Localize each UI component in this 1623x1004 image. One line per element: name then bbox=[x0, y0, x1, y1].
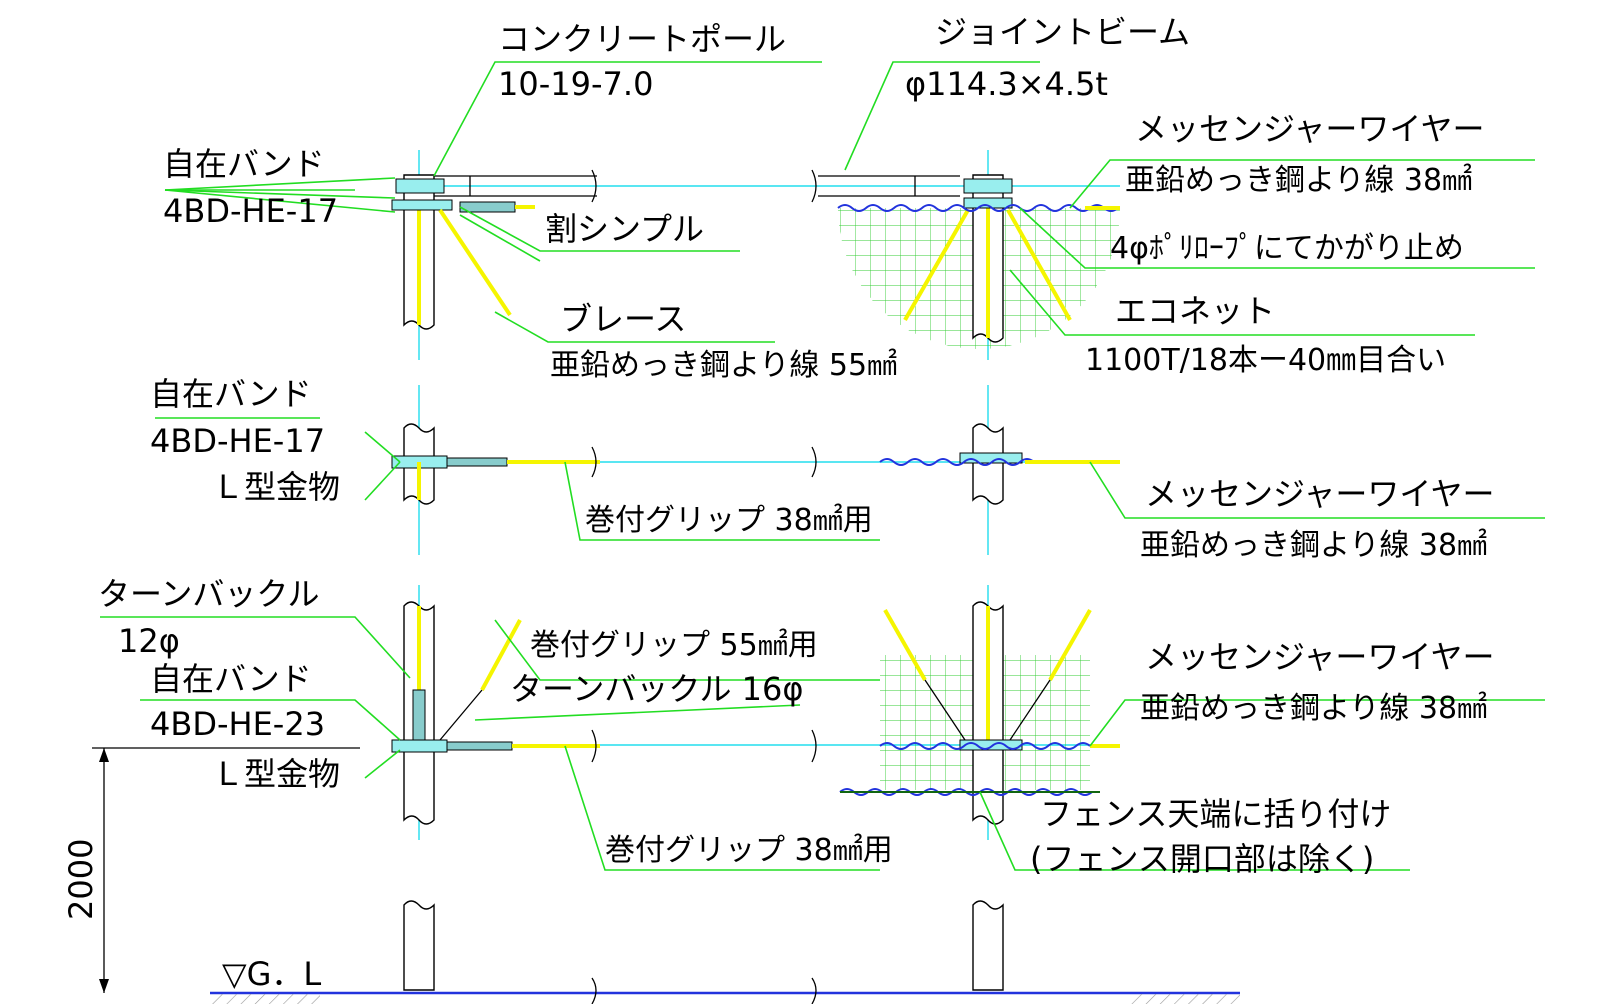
label-turnbuckle-12-spec: 12φ bbox=[118, 622, 180, 660]
label-grip-mid: 巻付グリップ 38㎟用 bbox=[585, 503, 873, 538]
label-messenger-top: メッセンジャーワイヤー bbox=[1135, 110, 1484, 148]
label-messenger-low-spec: 亜鉛めっき鋼より線 38㎟ bbox=[1140, 691, 1487, 726]
label-turnbuckle-12: ターンバックル bbox=[98, 575, 319, 613]
turnbuckle-vertical bbox=[412, 689, 426, 741]
label-poly-rope: 4φﾎﾟﾘﾛｰﾌﾟにてかがり止め bbox=[1110, 231, 1464, 266]
label-band-low: 自在バンド bbox=[150, 660, 312, 698]
label-split-thimble: 割シンプル bbox=[545, 210, 704, 248]
brace-wire-right-2 bbox=[1006, 209, 1072, 321]
label-messenger-low: メッセンジャーワイヤー bbox=[1145, 638, 1494, 676]
label-eco-net: エコネット bbox=[1115, 292, 1275, 330]
label-messenger-mid-spec: 亜鉛めっき鋼より線 38㎟ bbox=[1140, 528, 1487, 563]
brace-wire-left bbox=[438, 208, 512, 317]
middle-section bbox=[391, 423, 1120, 505]
top-section bbox=[391, 169, 1120, 349]
label-grip-55: 巻付グリップ 55㎟用 bbox=[530, 628, 818, 663]
label-brace-spec: 亜鉛めっき鋼より線 55㎟ bbox=[550, 348, 897, 383]
label-band-mid-spec: 4BD-HE-17 bbox=[150, 422, 325, 460]
left-pole-ground bbox=[403, 900, 435, 991]
label-l-bracket-low: Ｌ型金物 bbox=[212, 755, 340, 793]
ground-section bbox=[92, 747, 1240, 1004]
label-band-top-spec: 4BD-HE-17 bbox=[163, 192, 338, 230]
label-l-bracket-mid: Ｌ型金物 bbox=[212, 468, 340, 506]
label-band-top: 自在バンド bbox=[163, 145, 325, 183]
label-fence-top: フェンス天端に括り付け bbox=[1040, 795, 1391, 833]
right-pole-ground bbox=[972, 900, 1004, 991]
joint-beam bbox=[434, 169, 960, 203]
brace-wire-right-1 bbox=[903, 209, 970, 321]
label-fence-note: (フェンス開口部は除く) bbox=[1030, 840, 1374, 878]
label-joint-beam: ジョイントビーム bbox=[935, 13, 1190, 51]
leader-lines bbox=[100, 61, 1545, 871]
label-messenger-mid: メッセンジャーワイヤー bbox=[1145, 475, 1494, 513]
label-grip-low: 巻付グリップ 38㎟用 bbox=[605, 833, 893, 868]
label-turnbuckle-16: ターンバックル 16φ bbox=[510, 670, 803, 708]
label-band-mid: 自在バンド bbox=[150, 375, 312, 413]
label-joint-beam-spec: φ114.3×4.5t bbox=[905, 65, 1108, 103]
label-dimension: 2000 bbox=[62, 839, 100, 920]
label-concrete-pole-spec: 10-19-7.0 bbox=[498, 65, 653, 103]
band-hardware-left bbox=[395, 178, 445, 194]
label-concrete-pole: コンクリートポール bbox=[498, 20, 786, 58]
label-brace: ブレース bbox=[560, 300, 686, 338]
labels: コンクリートポール 10-19-7.0 ジョイントビーム φ114.3×4.5t… bbox=[62, 13, 1494, 993]
label-ground-level: ▽G．L bbox=[222, 955, 321, 993]
lower-section bbox=[391, 601, 1120, 825]
turnbuckle-top bbox=[459, 201, 516, 213]
label-band-low-spec: 4BD-HE-23 bbox=[150, 705, 325, 743]
label-eco-net-spec: 1100T/18本ー40㎜目合い bbox=[1085, 343, 1446, 378]
label-messenger-top-spec: 亜鉛めっき鋼より線 38㎟ bbox=[1125, 163, 1472, 198]
